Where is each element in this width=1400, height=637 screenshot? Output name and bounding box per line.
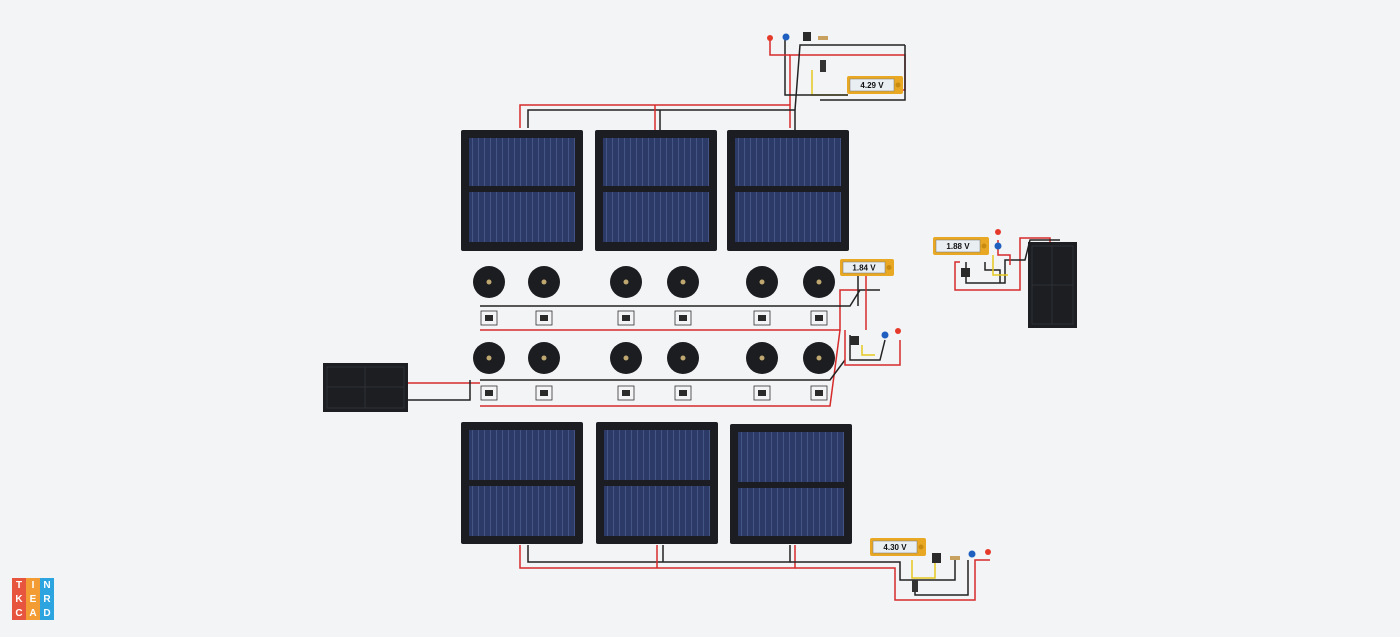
wire-black (527, 109, 796, 130)
logo-letter: N (40, 578, 54, 592)
multimeter-reading: 1.88 V (946, 242, 970, 251)
led-blue (968, 550, 976, 558)
led-red (895, 328, 901, 334)
multimeter-reading: 4.29 V (860, 81, 884, 90)
wire-black (790, 560, 956, 581)
piezo-buzzers (473, 266, 835, 401)
logo-letter: T (12, 578, 26, 592)
transistor (961, 268, 970, 277)
wires (408, 40, 1060, 601)
wire-black (480, 359, 846, 381)
logo-letter: A (26, 606, 40, 620)
resistor (818, 36, 828, 40)
piezo-buzzer (528, 266, 560, 326)
logo-letter: R (40, 592, 54, 606)
battery-pack-left (323, 363, 408, 412)
wire-black (794, 44, 905, 111)
multimeter-reading: 4.30 V (883, 543, 907, 552)
wire-yellow (911, 560, 936, 579)
transistor (803, 32, 811, 41)
solar-panel (461, 422, 583, 544)
wire-red (769, 40, 790, 56)
logo-letter: E (26, 592, 40, 606)
piezo-buzzer (473, 266, 505, 326)
multimeter-reading: 1.84 V (852, 264, 876, 273)
battery-pack-right (1028, 242, 1077, 328)
logo-letter: D (40, 606, 54, 620)
led-blue (782, 33, 790, 41)
transistor (850, 336, 859, 345)
led-blue (881, 331, 889, 339)
multimeter-middle[interactable]: 1.84 V (840, 259, 894, 276)
piezo-buzzer (803, 266, 835, 326)
wire-red (954, 237, 1051, 291)
solar-panels (461, 130, 852, 544)
wire-black (527, 545, 791, 563)
piezo-buzzer (667, 266, 699, 326)
led-red (995, 229, 1001, 235)
solar-panel (461, 130, 583, 251)
led-red (767, 35, 773, 41)
led-blue (994, 242, 1002, 250)
wire-black (480, 289, 880, 307)
solar-panel (595, 130, 717, 251)
solar-panel (596, 422, 718, 544)
piezo-buzzer (746, 266, 778, 326)
piezo-buzzer (473, 342, 505, 401)
small-components (767, 32, 1002, 592)
wire-black (820, 45, 906, 101)
solar-panel (727, 130, 849, 251)
wire-yellow (811, 70, 848, 96)
piezo-buzzer (746, 342, 778, 401)
wire-black (784, 40, 848, 96)
multimeter-top[interactable]: 4.29 V (847, 76, 903, 94)
logo-letter: K (12, 592, 26, 606)
solar-panel (730, 424, 852, 544)
wire-red (480, 329, 841, 407)
capacitor (912, 580, 918, 592)
wire-black (408, 380, 471, 401)
wire-black (849, 335, 886, 361)
capacitor (820, 60, 826, 72)
logo-letter: C (12, 606, 26, 620)
piezo-buzzer (803, 342, 835, 401)
logo-letter: I (26, 578, 40, 592)
transistor (932, 553, 941, 563)
multimeter-bottom[interactable]: 4.30 V (870, 538, 926, 556)
wire-black (965, 239, 1060, 284)
wire-yellow (992, 255, 1008, 276)
piezo-buzzer (667, 342, 699, 401)
wire-red (480, 289, 860, 331)
resistor (950, 556, 960, 560)
piezo-buzzer (610, 266, 642, 326)
piezo-buzzer (610, 342, 642, 401)
wire-red (844, 330, 901, 366)
wire-red (795, 559, 990, 601)
multimeter-right[interactable]: 1.88 V (933, 237, 989, 255)
wire-yellow (861, 345, 875, 356)
led-red (985, 549, 991, 555)
piezo-buzzer (528, 342, 560, 401)
